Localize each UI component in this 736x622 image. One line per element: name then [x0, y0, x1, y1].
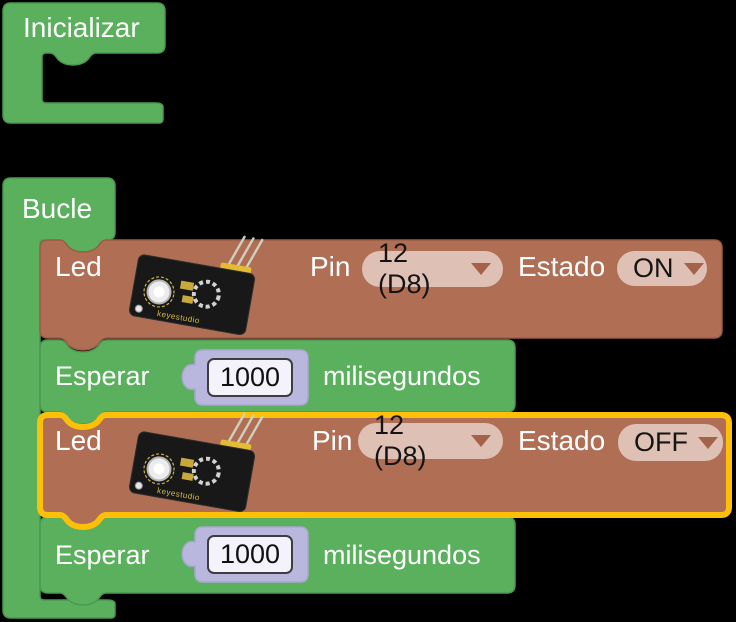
esperar-1-label: Esperar	[55, 361, 150, 391]
chevron-down-icon	[471, 435, 491, 447]
chevron-down-icon	[683, 262, 704, 275]
led-on-label: Led	[55, 251, 102, 282]
esperar-2-unit-label: milisegundos	[323, 540, 481, 570]
led-on-pin-dropdown[interactable]: 12 (D8)	[362, 238, 503, 299]
led-on-estado-dropdown[interactable]: ON	[617, 251, 707, 286]
led-on-pin-label: Pin	[310, 251, 351, 282]
block-inicializar[interactable]	[2, 2, 166, 124]
led-off-pin-value: 12 (D8)	[374, 410, 427, 471]
led-off-pin-dropdown[interactable]: 12 (D8)	[358, 410, 503, 471]
led-on-pin-value: 12 (D8)	[378, 238, 431, 299]
led-on-estado-value: ON	[633, 253, 674, 283]
esperar-1-number-field[interactable]: 1000	[207, 358, 293, 397]
led-off-estado-dropdown[interactable]: OFF	[618, 424, 723, 461]
esperar-1-unit-label: milisegundos	[323, 361, 481, 391]
chevron-down-icon	[471, 263, 491, 275]
led-on-estado-label: Estado	[518, 251, 606, 282]
led-off-estado-value: OFF	[634, 427, 688, 457]
esperar-2-number-field[interactable]: 1000	[207, 535, 293, 574]
chevron-down-icon	[698, 436, 718, 449]
led-off-estado-label: Estado	[518, 425, 606, 456]
led-off-label: Led	[55, 425, 102, 456]
bucle-label: Bucle	[22, 193, 93, 224]
esperar-2-label: Esperar	[55, 540, 150, 570]
inicializar-label: Inicializar	[23, 12, 140, 43]
led-off-pin-label: Pin	[312, 425, 353, 456]
led-module-image	[126, 216, 265, 338]
